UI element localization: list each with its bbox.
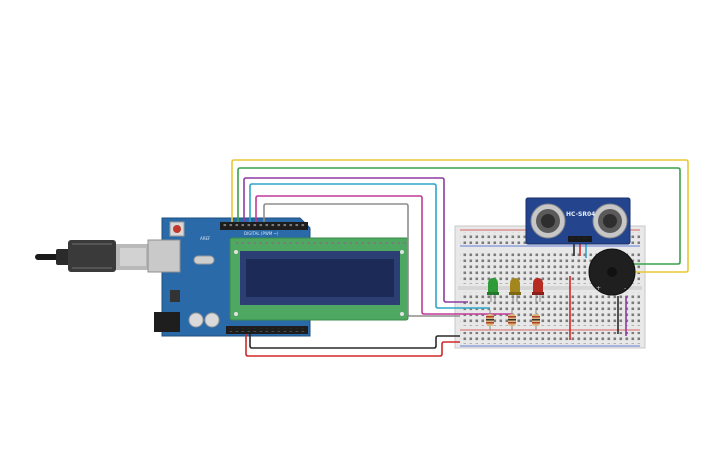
green-led[interactable]: [487, 278, 499, 302]
yellow-led[interactable]: [509, 278, 521, 302]
lcd-module[interactable]: [229, 237, 409, 321]
magenta-wire[interactable]: [255, 195, 512, 315]
pwm-label: DIGITAL (PWM ~): [244, 231, 279, 236]
yellow-wire[interactable]: [231, 159, 689, 273]
resistor[interactable]: [508, 310, 516, 330]
lcd-screen: [246, 259, 394, 297]
bottom-power-rail[interactable]: [460, 332, 640, 344]
buzzer-minus-label: -: [624, 285, 626, 292]
usb-port: [147, 239, 181, 273]
sensor-label: HC-SR04: [566, 211, 595, 218]
purple-wire[interactable]: [243, 177, 468, 303]
black-wire[interactable]: [249, 334, 460, 349]
red-led[interactable]: [532, 278, 544, 302]
power-jack: [154, 312, 180, 332]
green-wire[interactable]: [237, 167, 681, 265]
usb-cable[interactable]: [35, 240, 150, 272]
piezo-buzzer[interactable]: + -: [588, 248, 636, 296]
regulator: [170, 290, 180, 302]
grey-wire[interactable]: [263, 203, 460, 317]
resistor[interactable]: [532, 310, 540, 330]
ultrasonic-sensor[interactable]: HC-SR04: [525, 197, 631, 245]
capacitor: [204, 312, 220, 328]
resistor[interactable]: [486, 310, 494, 330]
capacitor: [188, 312, 204, 328]
red-wire[interactable]: [245, 334, 460, 357]
buzzer-plus-label: +: [596, 285, 601, 292]
blue-wire[interactable]: [249, 183, 490, 309]
aref-label: AREF: [200, 236, 211, 241]
crystal: [193, 255, 215, 265]
lcd-pin-row: [236, 242, 406, 246]
